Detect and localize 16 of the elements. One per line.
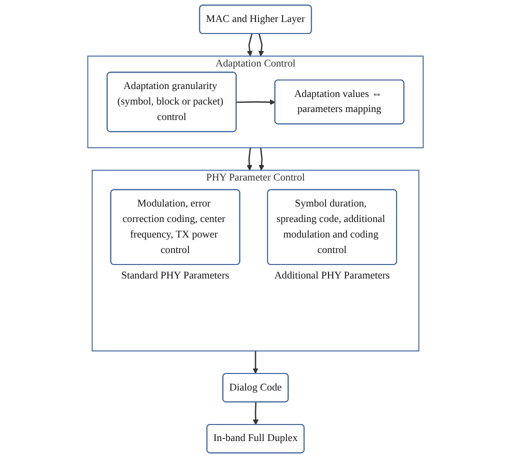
arrow [246, 148, 252, 171]
caption-text: Standard PHY Parameters [121, 270, 230, 282]
process-box: MAC and Higher Layer [199, 4, 312, 34]
process-box: Adaptation granularity (symbol, block or packet) control [106, 72, 237, 132]
process-box: Modulation, error correction coding, center frequency, TX power control [110, 189, 240, 265]
process-box: Symbol duration, spreading code, additional modulation and coding control [267, 189, 398, 265]
arrow [236, 99, 276, 105]
arrow [252, 402, 259, 426]
process-box: Dialog Code [222, 373, 289, 402]
arrow [258, 33, 264, 56]
arrow [258, 148, 264, 171]
arrow [246, 33, 253, 56]
caption-text: Additional PHY Parameters [274, 270, 390, 282]
process-box: Adaptation values ⇔ parameters mapping [274, 80, 404, 124]
process-box: In-band Full Duplex [206, 424, 305, 454]
arrow [252, 350, 258, 374]
